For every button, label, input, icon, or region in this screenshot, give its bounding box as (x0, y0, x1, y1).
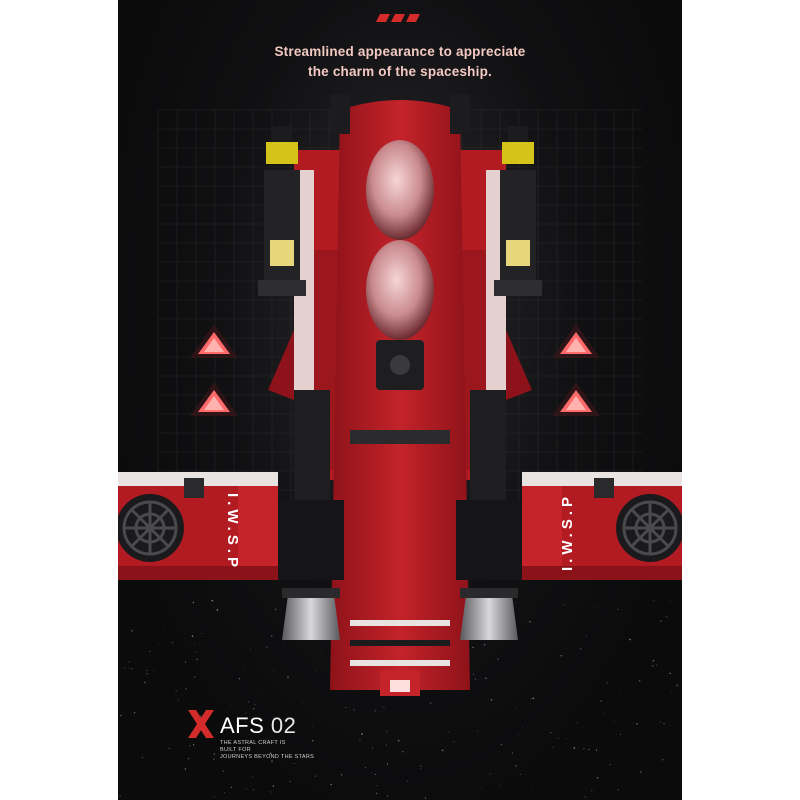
left-chevrons (190, 324, 238, 416)
left-engine (278, 390, 344, 640)
chevron-up-icon (552, 324, 600, 358)
rear-cockpit-dome (366, 240, 434, 340)
product-series: AFS (220, 713, 265, 738)
chevron-up-icon (552, 382, 600, 416)
spaceship-model: I.W.S.P I.W.S.P (118, 94, 682, 696)
product-number: 02 (270, 713, 297, 738)
right-wing (522, 472, 682, 580)
left-gun-pod (258, 126, 306, 296)
right-wing-label: I.W.S.P (559, 493, 576, 571)
starfield (118, 599, 679, 800)
right-engine (456, 390, 522, 640)
left-wing-label: I.W.S.P (224, 493, 241, 571)
product-name: AFS 02 (220, 714, 296, 738)
triple-slash-icon (376, 14, 420, 22)
headline: Streamlined appearance to appreciate the… (118, 42, 682, 82)
right-gun-pod (494, 126, 542, 296)
tagline-line-1: THE ASTRAL CRAFT IS (220, 740, 286, 746)
tagline-line-3: JOURNEYS BEYOND THE STARS (220, 754, 315, 760)
chevron-up-icon (190, 324, 238, 358)
brand-block: AFS 02 THE ASTRAL CRAFT IS BUILT FOR JOU… (188, 710, 428, 780)
front-cockpit-dome (366, 140, 434, 240)
product-poster: Streamlined appearance to appreciate the… (118, 0, 682, 800)
headline-line-2: the charm of the spaceship. (308, 64, 492, 79)
tagline-line-2: BUILT FOR (220, 747, 251, 753)
product-tagline: THE ASTRAL CRAFT IS BUILT FOR JOURNEYS B… (220, 740, 314, 761)
x-logo-icon (188, 710, 214, 738)
right-chevrons (552, 324, 600, 416)
chevron-up-icon (190, 382, 238, 416)
left-wing (118, 472, 278, 580)
headline-line-1: Streamlined appearance to appreciate (274, 44, 526, 59)
